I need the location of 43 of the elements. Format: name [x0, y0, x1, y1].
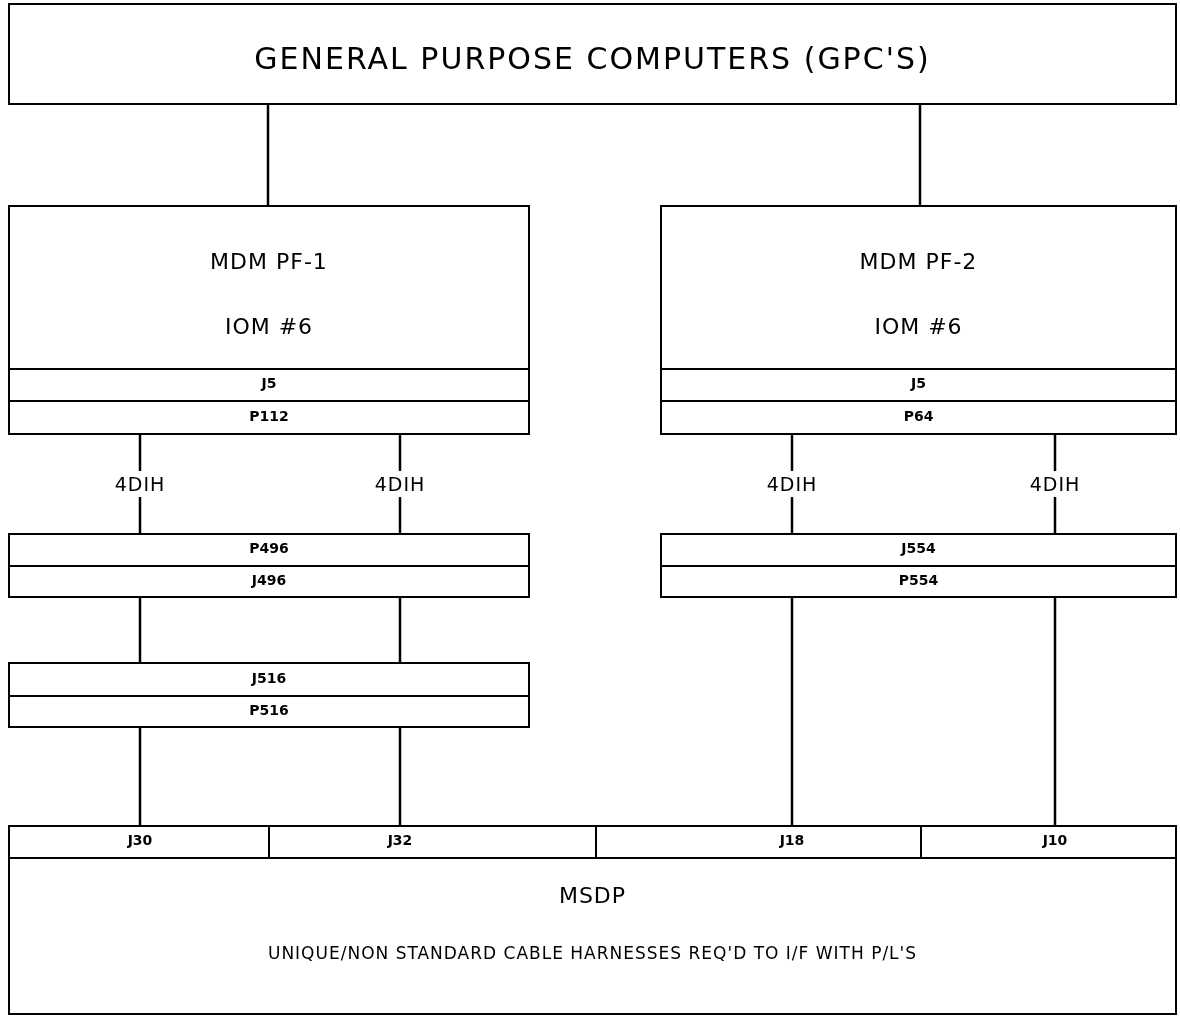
connector-strip: [8, 565, 530, 598]
module-box: [8, 205, 530, 435]
module-box: [660, 205, 1177, 435]
connector-label: P496: [249, 540, 289, 556]
connector-line: [138, 598, 142, 662]
connector-line: [138, 728, 142, 825]
title-text: GENERAL PURPOSE COMPUTERS (GPC'S): [254, 41, 931, 76]
connector-label: P64: [903, 408, 934, 424]
connector-label: J5: [261, 375, 277, 391]
panel-box: [8, 825, 1177, 1015]
connector-strip: [8, 662, 530, 697]
connector-line: [790, 598, 794, 825]
connector-label: J30: [127, 832, 153, 848]
connector-line: [398, 728, 402, 825]
connector-line: [398, 598, 402, 662]
title-box: [8, 3, 1177, 105]
connector-label: J10: [1042, 832, 1068, 848]
panel-title: MSDP: [558, 883, 627, 908]
connector-strip: [660, 533, 1177, 567]
connector-strip: [8, 695, 530, 728]
connector-label: P554: [898, 572, 939, 588]
connector-line: [918, 105, 922, 205]
connector-label: J496: [251, 572, 287, 588]
connector-label: J18: [779, 832, 805, 848]
connector-label: J554: [901, 540, 936, 556]
edge-label: 4DIH: [1029, 471, 1081, 497]
connector-label: P112: [249, 408, 289, 424]
panel-note: UNIQUE/NON STANDARD CABLE HARNESSES REQ'D TO I/F WITH P/L'S: [267, 943, 918, 963]
connector-label: J32: [387, 832, 413, 848]
edge-label: 4DIH: [114, 471, 166, 497]
connector-label: J516: [251, 670, 287, 686]
module-subtitle: IOM #6: [224, 314, 314, 339]
connector-strip: [660, 565, 1177, 598]
connector-strip: [8, 533, 530, 567]
module-name: MDM PF-2: [859, 249, 978, 274]
module-subtitle: IOM #6: [874, 314, 963, 339]
edge-label: 4DIH: [766, 471, 818, 497]
edge-label: 4DIH: [374, 471, 426, 497]
module-name: MDM PF-1: [210, 249, 328, 274]
connector-line: [1053, 598, 1057, 825]
connector-label: J5: [911, 375, 926, 391]
connector-label: P516: [249, 702, 289, 718]
connector-line: [266, 105, 270, 205]
